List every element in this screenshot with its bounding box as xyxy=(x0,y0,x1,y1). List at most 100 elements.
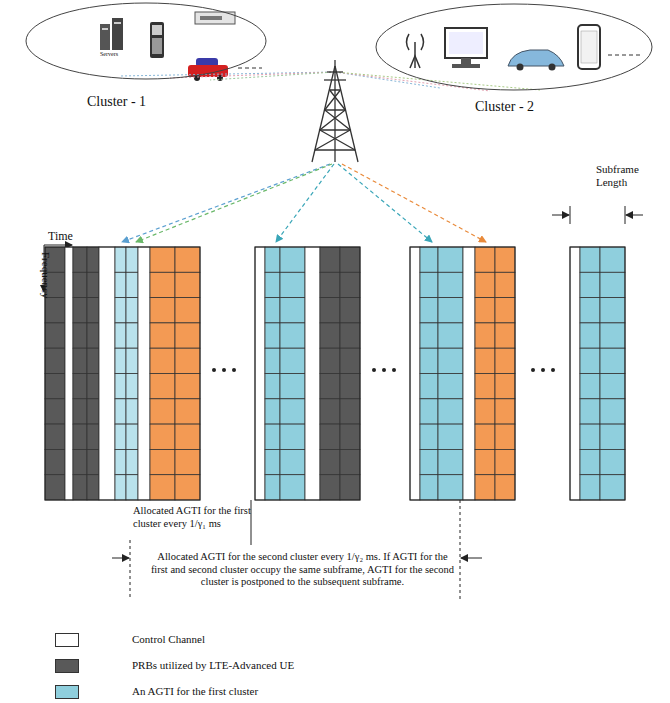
prb-cell xyxy=(126,272,138,297)
prb-cell xyxy=(175,272,200,297)
prb-cell xyxy=(115,374,126,399)
prb-cell xyxy=(87,475,99,500)
prb-cell xyxy=(495,399,515,424)
prb-cell xyxy=(175,449,200,474)
subframe-outline xyxy=(255,247,360,500)
prb-cell xyxy=(175,323,200,348)
subframe-outline xyxy=(410,247,515,500)
prb-cell xyxy=(265,348,280,373)
car-body xyxy=(188,65,228,77)
prb-cell xyxy=(580,424,600,449)
control-channel-column xyxy=(65,247,73,500)
antenna-icon xyxy=(407,34,424,68)
prb-cell xyxy=(115,475,126,500)
prb-cell xyxy=(150,399,175,424)
prb-cell xyxy=(320,475,340,500)
annotation-text: Allocated AGTI for the first cluster eve… xyxy=(133,505,251,530)
prb-cell xyxy=(280,348,305,373)
prb-cell xyxy=(150,323,175,348)
prb-cell xyxy=(320,323,340,348)
icon-caption: Servers xyxy=(100,51,118,58)
car-body xyxy=(508,50,564,66)
prb-cell xyxy=(150,424,175,449)
downlink-arrow xyxy=(136,164,332,242)
ellipse-outline xyxy=(375,3,653,91)
prb-cell xyxy=(420,298,438,323)
prb-cell xyxy=(320,272,340,297)
car-wheel xyxy=(549,64,556,71)
prb-cell xyxy=(87,399,99,424)
prb-cell xyxy=(420,475,438,500)
prb-cell xyxy=(438,272,463,297)
prb-cell xyxy=(73,247,87,272)
phone-screen xyxy=(581,31,597,63)
prb-cell xyxy=(320,247,340,272)
prb-cell xyxy=(126,323,138,348)
prb-cell xyxy=(580,272,600,297)
prb-cell xyxy=(265,323,280,348)
prb-cell xyxy=(87,323,99,348)
time-arrow xyxy=(44,245,72,246)
prb-cell xyxy=(265,272,280,297)
server-slot xyxy=(114,22,121,24)
prb-cell xyxy=(150,272,175,297)
prb-cell xyxy=(320,399,340,424)
prb-cell xyxy=(475,348,495,373)
dot xyxy=(531,368,535,372)
prb-cell xyxy=(600,424,625,449)
prb-cell xyxy=(150,247,175,272)
prb-cell xyxy=(175,424,200,449)
prb-cell xyxy=(600,399,625,424)
prb-cell xyxy=(495,272,515,297)
phone-screen xyxy=(152,25,162,35)
prb-cell xyxy=(340,449,360,474)
prb-cell xyxy=(340,374,360,399)
resource-grids xyxy=(45,247,625,500)
prb-cell xyxy=(340,298,360,323)
prb-cell xyxy=(420,247,438,272)
prb-cell xyxy=(320,374,340,399)
prb-cell xyxy=(87,247,99,272)
cluster-ellipse: Cluster - 1 xyxy=(25,2,267,80)
prb-cell xyxy=(126,374,138,399)
prb-cell xyxy=(45,449,65,474)
prb-cell xyxy=(438,247,463,272)
prb-cell xyxy=(73,272,87,297)
monitor-icon xyxy=(445,28,487,68)
prb-cell xyxy=(600,323,625,348)
prb-cell xyxy=(280,424,305,449)
prb-cell xyxy=(150,374,175,399)
prb-cell xyxy=(475,298,495,323)
prb-cell xyxy=(340,348,360,373)
control-channel-column xyxy=(463,247,475,500)
dimension-label: Subframe Length xyxy=(596,163,648,189)
prb-cell xyxy=(280,374,305,399)
prb-cell xyxy=(115,298,126,323)
dimension-tick xyxy=(625,206,626,224)
prb-cell xyxy=(438,298,463,323)
prb-cell xyxy=(475,323,495,348)
prb-cell xyxy=(340,323,360,348)
antenna-base xyxy=(410,56,420,68)
dimension-tick xyxy=(570,206,571,224)
phone-body xyxy=(578,25,600,69)
period-line xyxy=(130,540,131,600)
prb-cell xyxy=(126,348,138,373)
car-icon xyxy=(508,50,564,71)
legend-text: An AGTI for the first cluster xyxy=(132,685,258,697)
prb-cell xyxy=(73,348,87,373)
prb-cell xyxy=(600,449,625,474)
dot xyxy=(212,368,216,372)
prb-cell xyxy=(420,272,438,297)
prb-cell xyxy=(45,475,65,500)
prb-cell xyxy=(475,399,495,424)
prb-cell xyxy=(280,399,305,424)
downlink-arrows xyxy=(122,164,486,242)
dot xyxy=(382,368,386,372)
prb-cell xyxy=(126,399,138,424)
prb-cell xyxy=(280,247,305,272)
server-body xyxy=(100,24,110,50)
dotted-link xyxy=(170,72,335,78)
prb-cell xyxy=(73,399,87,424)
